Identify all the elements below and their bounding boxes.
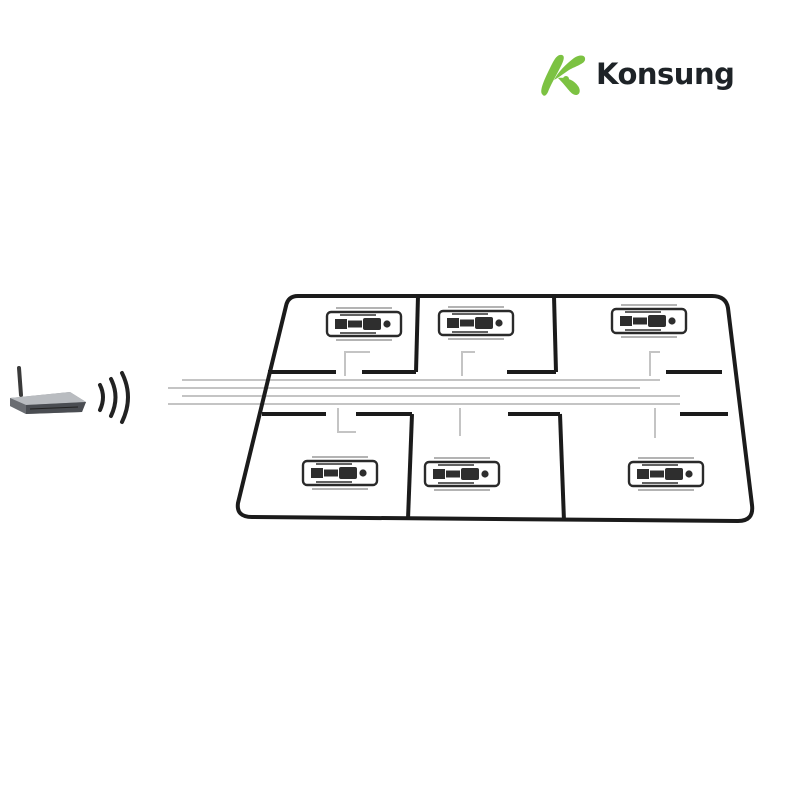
network-branch-lines — [337, 351, 660, 438]
hospital-bed-with-patient-icon — [437, 305, 515, 341]
konsung-logo-mark — [541, 54, 586, 96]
hospital-bed-with-patient-icon — [423, 456, 501, 492]
network-bus-lines — [168, 379, 680, 405]
brand-name: Konsung — [596, 52, 735, 96]
hospital-bed-with-patient-icon — [627, 456, 705, 492]
wifi-router-icon — [10, 366, 86, 414]
hospital-bed-with-patient-icon — [325, 306, 403, 342]
ward-floor-plan — [235, 294, 755, 523]
wifi-signal-waves-icon — [98, 371, 130, 424]
hospital-bed-with-patient-icon — [610, 303, 688, 339]
brand-name-text: Konsung — [596, 57, 735, 91]
hospital-bed-with-patient-icon — [301, 455, 379, 491]
